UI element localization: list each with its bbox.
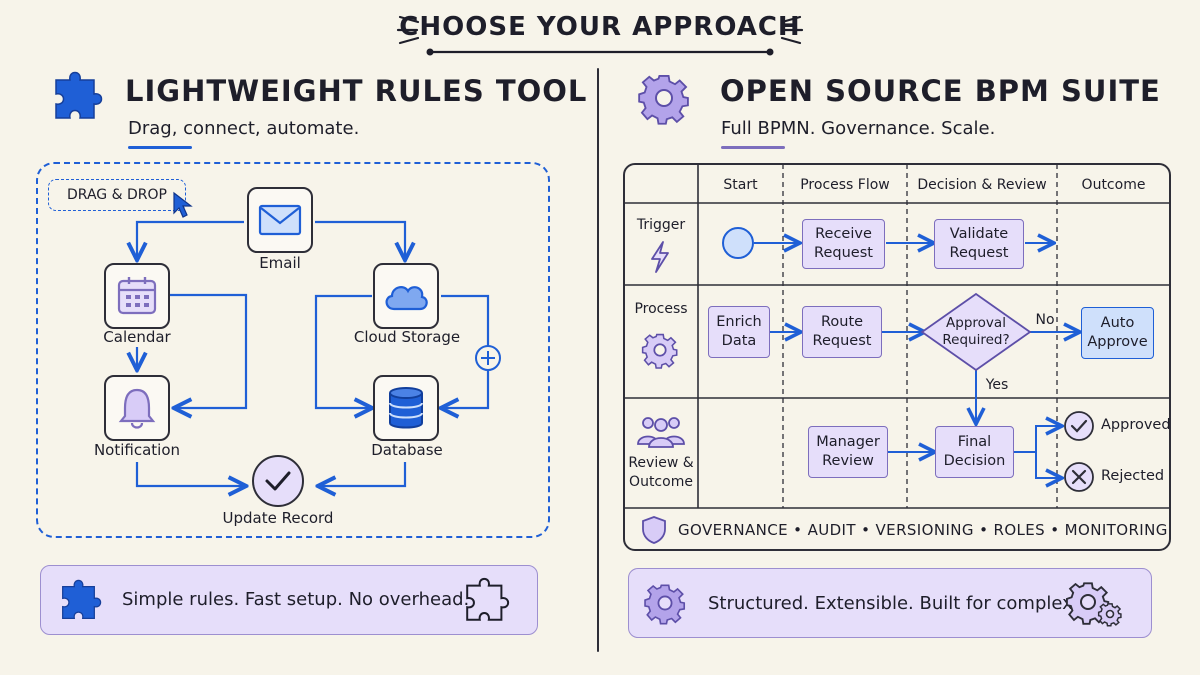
gateway-yes-label: Yes — [985, 377, 1009, 393]
calendar-icon — [117, 277, 157, 315]
update-record-label: Update Record — [222, 509, 334, 527]
task-route-request[interactable]: Route Request — [802, 306, 882, 358]
outcome-approved-label: Approved — [1101, 417, 1171, 433]
right-footer — [628, 568, 1152, 638]
task-manager-text: Manager Review — [816, 434, 880, 469]
check-icon — [265, 471, 291, 491]
lane-review-text: Review & Outcome — [628, 455, 694, 490]
bpmn-swimlane — [623, 163, 1171, 551]
plus-icon — [475, 345, 501, 371]
column-header-outcome: Outcome — [1081, 177, 1146, 193]
lane-trigger-label: Trigger — [636, 217, 686, 233]
decision-text: Approval Required? — [942, 315, 1010, 348]
calendar-node[interactable] — [104, 263, 170, 329]
people-icon — [637, 417, 685, 448]
database-label: Database — [371, 441, 443, 459]
notification-node[interactable] — [104, 375, 170, 441]
gear-icon — [641, 333, 678, 369]
left-title: LIGHTWEIGHT RULES TOOL — [125, 74, 588, 108]
column-header-process-flow: Process Flow — [800, 177, 890, 193]
x-icon — [1064, 462, 1094, 492]
puzzle-outline-icon — [466, 577, 510, 621]
puzzle-icon — [55, 71, 103, 119]
right-subtitle-underline — [721, 146, 785, 149]
right-footer-text: Structured. Extensible. Built for comple… — [708, 593, 1099, 614]
left-connectors — [0, 220, 501, 675]
workflow-canvas — [36, 162, 550, 538]
column-header-start: Start — [723, 177, 758, 193]
lane-review-label: Review & Outcome — [624, 454, 698, 492]
column-header-decision-review: Decision & Review — [917, 177, 1047, 193]
gear-icon — [644, 584, 686, 625]
bell-icon — [118, 388, 156, 429]
decision-label: Approval Required? — [932, 315, 1020, 349]
cursor-icon — [173, 191, 193, 218]
task-auto-text: Auto Approve — [1087, 315, 1148, 350]
left-footer-text: Simple rules. Fast setup. No overhead. — [122, 589, 470, 610]
decision-gateway — [920, 292, 1032, 372]
task-validate-request[interactable]: Validate Request — [934, 219, 1024, 269]
governance-bar: GOVERNANCE • AUDIT • VERSIONING • ROLES … — [678, 521, 1168, 539]
page-title: CHOOSE YOUR APPROACH — [399, 12, 801, 42]
email-node[interactable] — [247, 187, 313, 253]
cloud-icon — [385, 286, 428, 311]
left-subtitle: Drag, connect, automate. — [128, 118, 360, 139]
title-decoration — [396, 15, 804, 56]
task-enrich-data[interactable]: Enrich Data — [708, 306, 770, 358]
task-final-decision[interactable]: Final Decision — [935, 426, 1014, 478]
update-record-node[interactable] — [252, 455, 304, 507]
right-subtitle: Full BPMN. Governance. Scale. — [721, 118, 996, 139]
left-footer — [40, 565, 538, 635]
gears-icon — [1066, 582, 1122, 627]
center-divider — [597, 68, 599, 652]
cloud-storage-label: Cloud Storage — [353, 328, 461, 346]
shield-icon — [642, 516, 666, 544]
notification-label: Notification — [93, 441, 181, 459]
lane-process-label: Process — [634, 301, 688, 317]
database-node[interactable] — [373, 375, 439, 441]
task-receive-request[interactable]: Receive Request — [802, 219, 885, 269]
cloud-storage-node[interactable] — [373, 263, 439, 329]
task-manager-review[interactable]: Manager Review — [808, 426, 888, 478]
task-route-text: Route Request — [812, 314, 872, 349]
drag-drop-tag[interactable]: DRAG & DROP — [48, 179, 186, 211]
gateway-no-label: No — [1035, 312, 1055, 328]
email-label: Email — [259, 254, 301, 272]
task-validate-text: Validate Request — [949, 226, 1009, 261]
envelope-icon — [258, 204, 302, 236]
database-icon — [389, 387, 423, 429]
gear-icon — [638, 74, 689, 125]
task-auto-approve[interactable]: Auto Approve — [1081, 307, 1154, 359]
right-title: OPEN SOURCE BPM SUITE — [720, 74, 1161, 108]
left-subtitle-underline — [128, 146, 192, 149]
drag-drop-label: DRAG & DROP — [67, 187, 167, 203]
outcome-rejected-label: Rejected — [1101, 468, 1165, 484]
puzzle-icon — [62, 579, 102, 619]
lightning-icon — [651, 241, 669, 273]
task-enrich-text: Enrich Data — [716, 314, 762, 349]
task-receive-text: Receive Request — [814, 226, 873, 261]
start-event — [722, 227, 754, 259]
calendar-label: Calendar — [103, 328, 171, 346]
check-icon — [1064, 411, 1094, 441]
task-final-text: Final Decision — [943, 434, 1006, 469]
